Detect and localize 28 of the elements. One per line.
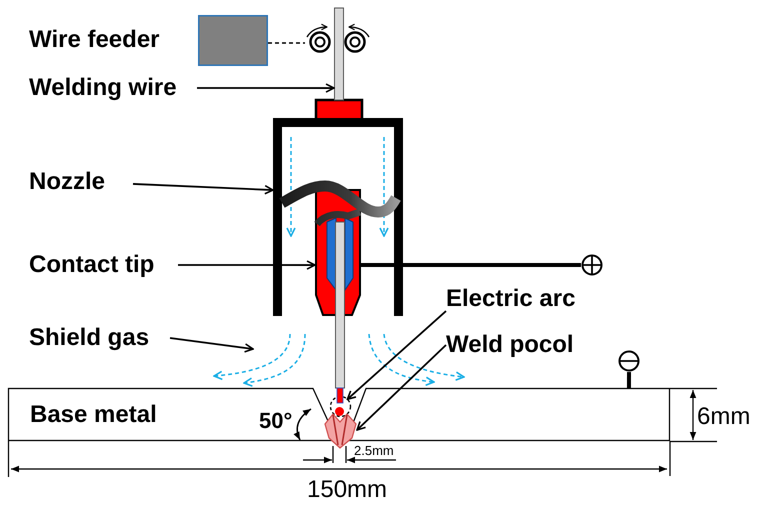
negative-terminal-icon [618,350,640,372]
gas-nozzle [273,118,403,316]
part-label: Wire feeder [29,26,160,54]
leader-line [356,344,447,431]
wire-feeder-unit [198,15,268,66]
leader-line [170,337,254,353]
dimension-label: 2.5mm [354,443,394,458]
leader-line [197,83,335,93]
welding-wire [334,8,344,100]
leader-line [346,310,447,400]
power-cable [361,263,581,268]
part-label: Base metal [30,401,157,429]
connector-line [268,42,305,44]
leader-line [132,183,274,195]
positive-terminal-icon [581,254,603,276]
part-label: Weld pocol [446,331,596,359]
part-label: Electric arc [446,285,596,313]
part-label: Welding wire [29,74,197,102]
angle-label: 50° [259,408,292,434]
part-label: Contact tip [29,251,178,279]
leader-line [178,260,316,270]
part-label: Nozzle [29,168,133,196]
dimension-label: 6mm [697,403,750,431]
dimension-label: 150mm [307,476,388,504]
ground-lead [626,372,631,388]
part-label: Shield gas [29,324,170,352]
electric-arc [330,396,350,416]
base-metal-plate [8,388,670,441]
